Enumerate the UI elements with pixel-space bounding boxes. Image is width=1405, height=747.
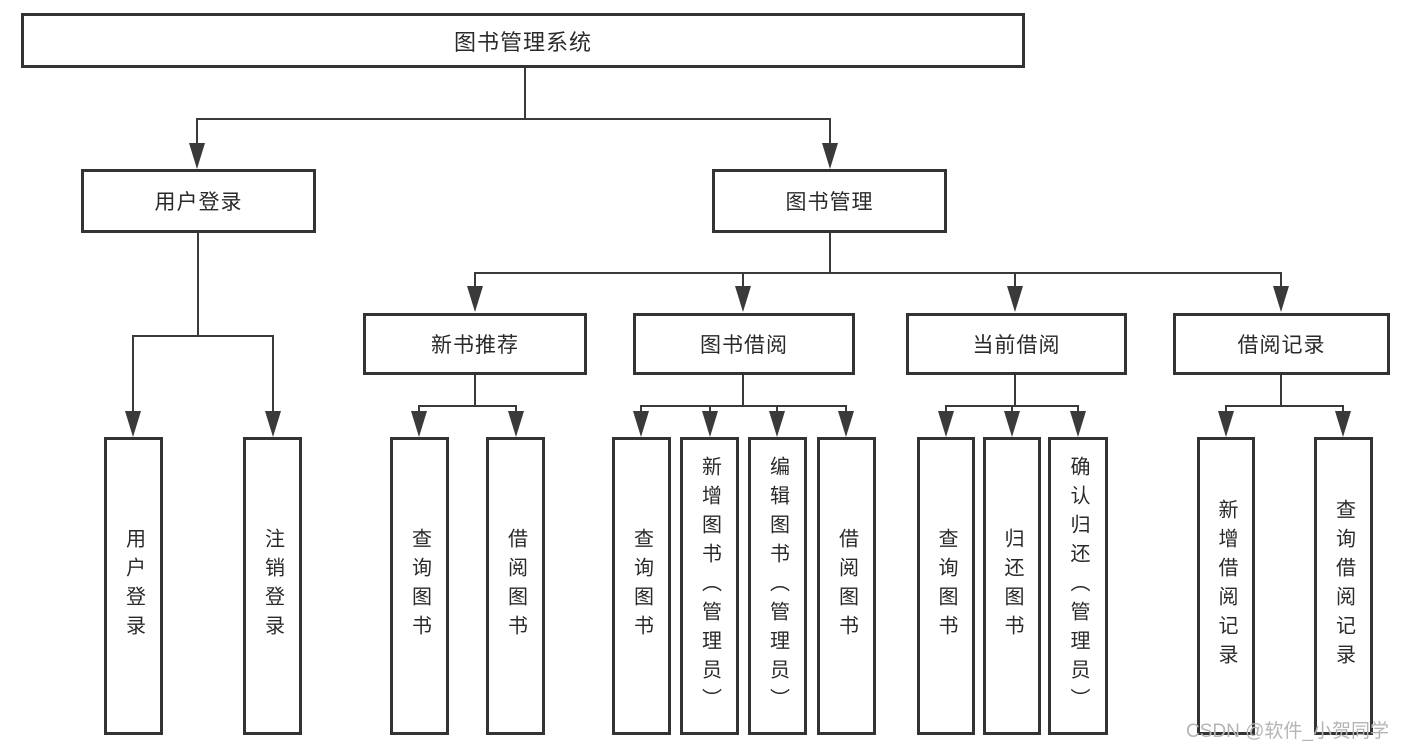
arrow-down-icon — [508, 411, 524, 437]
leaf-user-login: 用户登录 — [104, 437, 163, 735]
arrow-down-icon — [1273, 286, 1289, 312]
connector — [196, 118, 198, 146]
connector — [1014, 272, 1016, 290]
node-new-book-recommend: 新书推荐 — [363, 313, 587, 375]
arrow-down-icon — [702, 411, 718, 437]
node-borrowing-records: 借阅记录 — [1173, 313, 1390, 375]
node-label: 注销登录 — [261, 528, 284, 644]
connector — [418, 405, 517, 407]
node-label: 查询图书 — [408, 528, 431, 644]
arrow-down-icon — [822, 143, 838, 169]
node-label: 当前借阅 — [972, 334, 1061, 357]
connector — [272, 335, 274, 415]
leaf-newbook-borrow-books: 借阅图书 — [486, 437, 545, 735]
connector — [1225, 405, 1344, 407]
node-label: 编辑图书（管理员） — [766, 455, 789, 717]
connector — [474, 272, 476, 290]
connector — [524, 68, 526, 120]
connector — [829, 233, 831, 274]
leaf-current-return-books: 归还图书 — [983, 437, 1041, 735]
leaf-borrowing-add-books-admin: 新增图书（管理员） — [680, 437, 739, 735]
arrow-down-icon — [938, 411, 954, 437]
connector — [829, 118, 831, 146]
node-label: 查询图书 — [630, 528, 653, 644]
node-label: 确认归还（管理员） — [1067, 455, 1089, 717]
arrow-down-icon — [1218, 411, 1234, 437]
connector — [197, 233, 199, 337]
node-label: 借阅记录 — [1237, 334, 1326, 357]
connector — [132, 335, 134, 415]
node-label: 用户登录 — [154, 191, 243, 214]
node-book-borrowing: 图书借阅 — [633, 313, 855, 375]
connector — [474, 375, 476, 407]
node-label: 查询图书 — [935, 528, 957, 644]
node-user-login: 用户登录 — [81, 169, 316, 233]
connector — [196, 118, 831, 120]
node-label: 用户登录 — [122, 528, 145, 644]
connector — [742, 375, 744, 407]
node-label: 新书推荐 — [431, 334, 519, 357]
arrow-down-icon — [735, 286, 751, 312]
arrow-down-icon — [633, 411, 649, 437]
connector — [474, 272, 1282, 274]
leaf-logout: 注销登录 — [243, 437, 302, 735]
node-label: 借阅图书 — [835, 528, 858, 644]
connector — [742, 272, 744, 290]
leaf-current-confirm-return-admin: 确认归还（管理员） — [1048, 437, 1108, 735]
node-label: 图书管理系统 — [453, 29, 592, 55]
node-root-system: 图书管理系统 — [21, 13, 1025, 68]
node-book-management: 图书管理 — [712, 169, 947, 233]
leaf-current-query-books: 查询图书 — [917, 437, 975, 735]
arrow-down-icon — [189, 143, 205, 169]
leaf-newbook-query-books: 查询图书 — [390, 437, 449, 735]
node-label: 借阅图书 — [504, 528, 527, 644]
arrow-down-icon — [838, 411, 854, 437]
leaf-borrowing-borrow-books: 借阅图书 — [817, 437, 876, 735]
node-label: 归还图书 — [1001, 528, 1023, 644]
connector — [640, 405, 847, 407]
node-label: 查询借阅记录 — [1332, 499, 1355, 673]
arrow-down-icon — [769, 411, 785, 437]
arrow-down-icon — [1335, 411, 1351, 437]
node-label: 新增图书（管理员） — [698, 455, 721, 717]
arrow-down-icon — [467, 286, 483, 312]
arrow-down-icon — [1070, 411, 1086, 437]
leaf-borrowing-query-books: 查询图书 — [612, 437, 671, 735]
arrow-down-icon — [1004, 411, 1020, 437]
connector — [1014, 375, 1016, 407]
leaf-borrowing-edit-books-admin: 编辑图书（管理员） — [748, 437, 807, 735]
node-current-borrowing: 当前借阅 — [906, 313, 1127, 375]
connector — [1280, 375, 1282, 407]
connector — [1280, 272, 1282, 290]
watermark: CSDN @软件_小贺同学 — [1186, 721, 1389, 742]
connector — [132, 335, 274, 337]
leaf-record-add-borrow-record: 新增借阅记录 — [1197, 437, 1255, 735]
node-label: 新增借阅记录 — [1215, 499, 1237, 673]
leaf-record-query-borrow-record: 查询借阅记录 — [1314, 437, 1373, 735]
arrow-down-icon — [125, 411, 141, 437]
arrow-down-icon — [265, 411, 281, 437]
arrow-down-icon — [1007, 286, 1023, 312]
node-label: 图书借阅 — [700, 334, 788, 357]
arrow-down-icon — [411, 411, 427, 437]
node-label: 图书管理 — [785, 191, 874, 214]
